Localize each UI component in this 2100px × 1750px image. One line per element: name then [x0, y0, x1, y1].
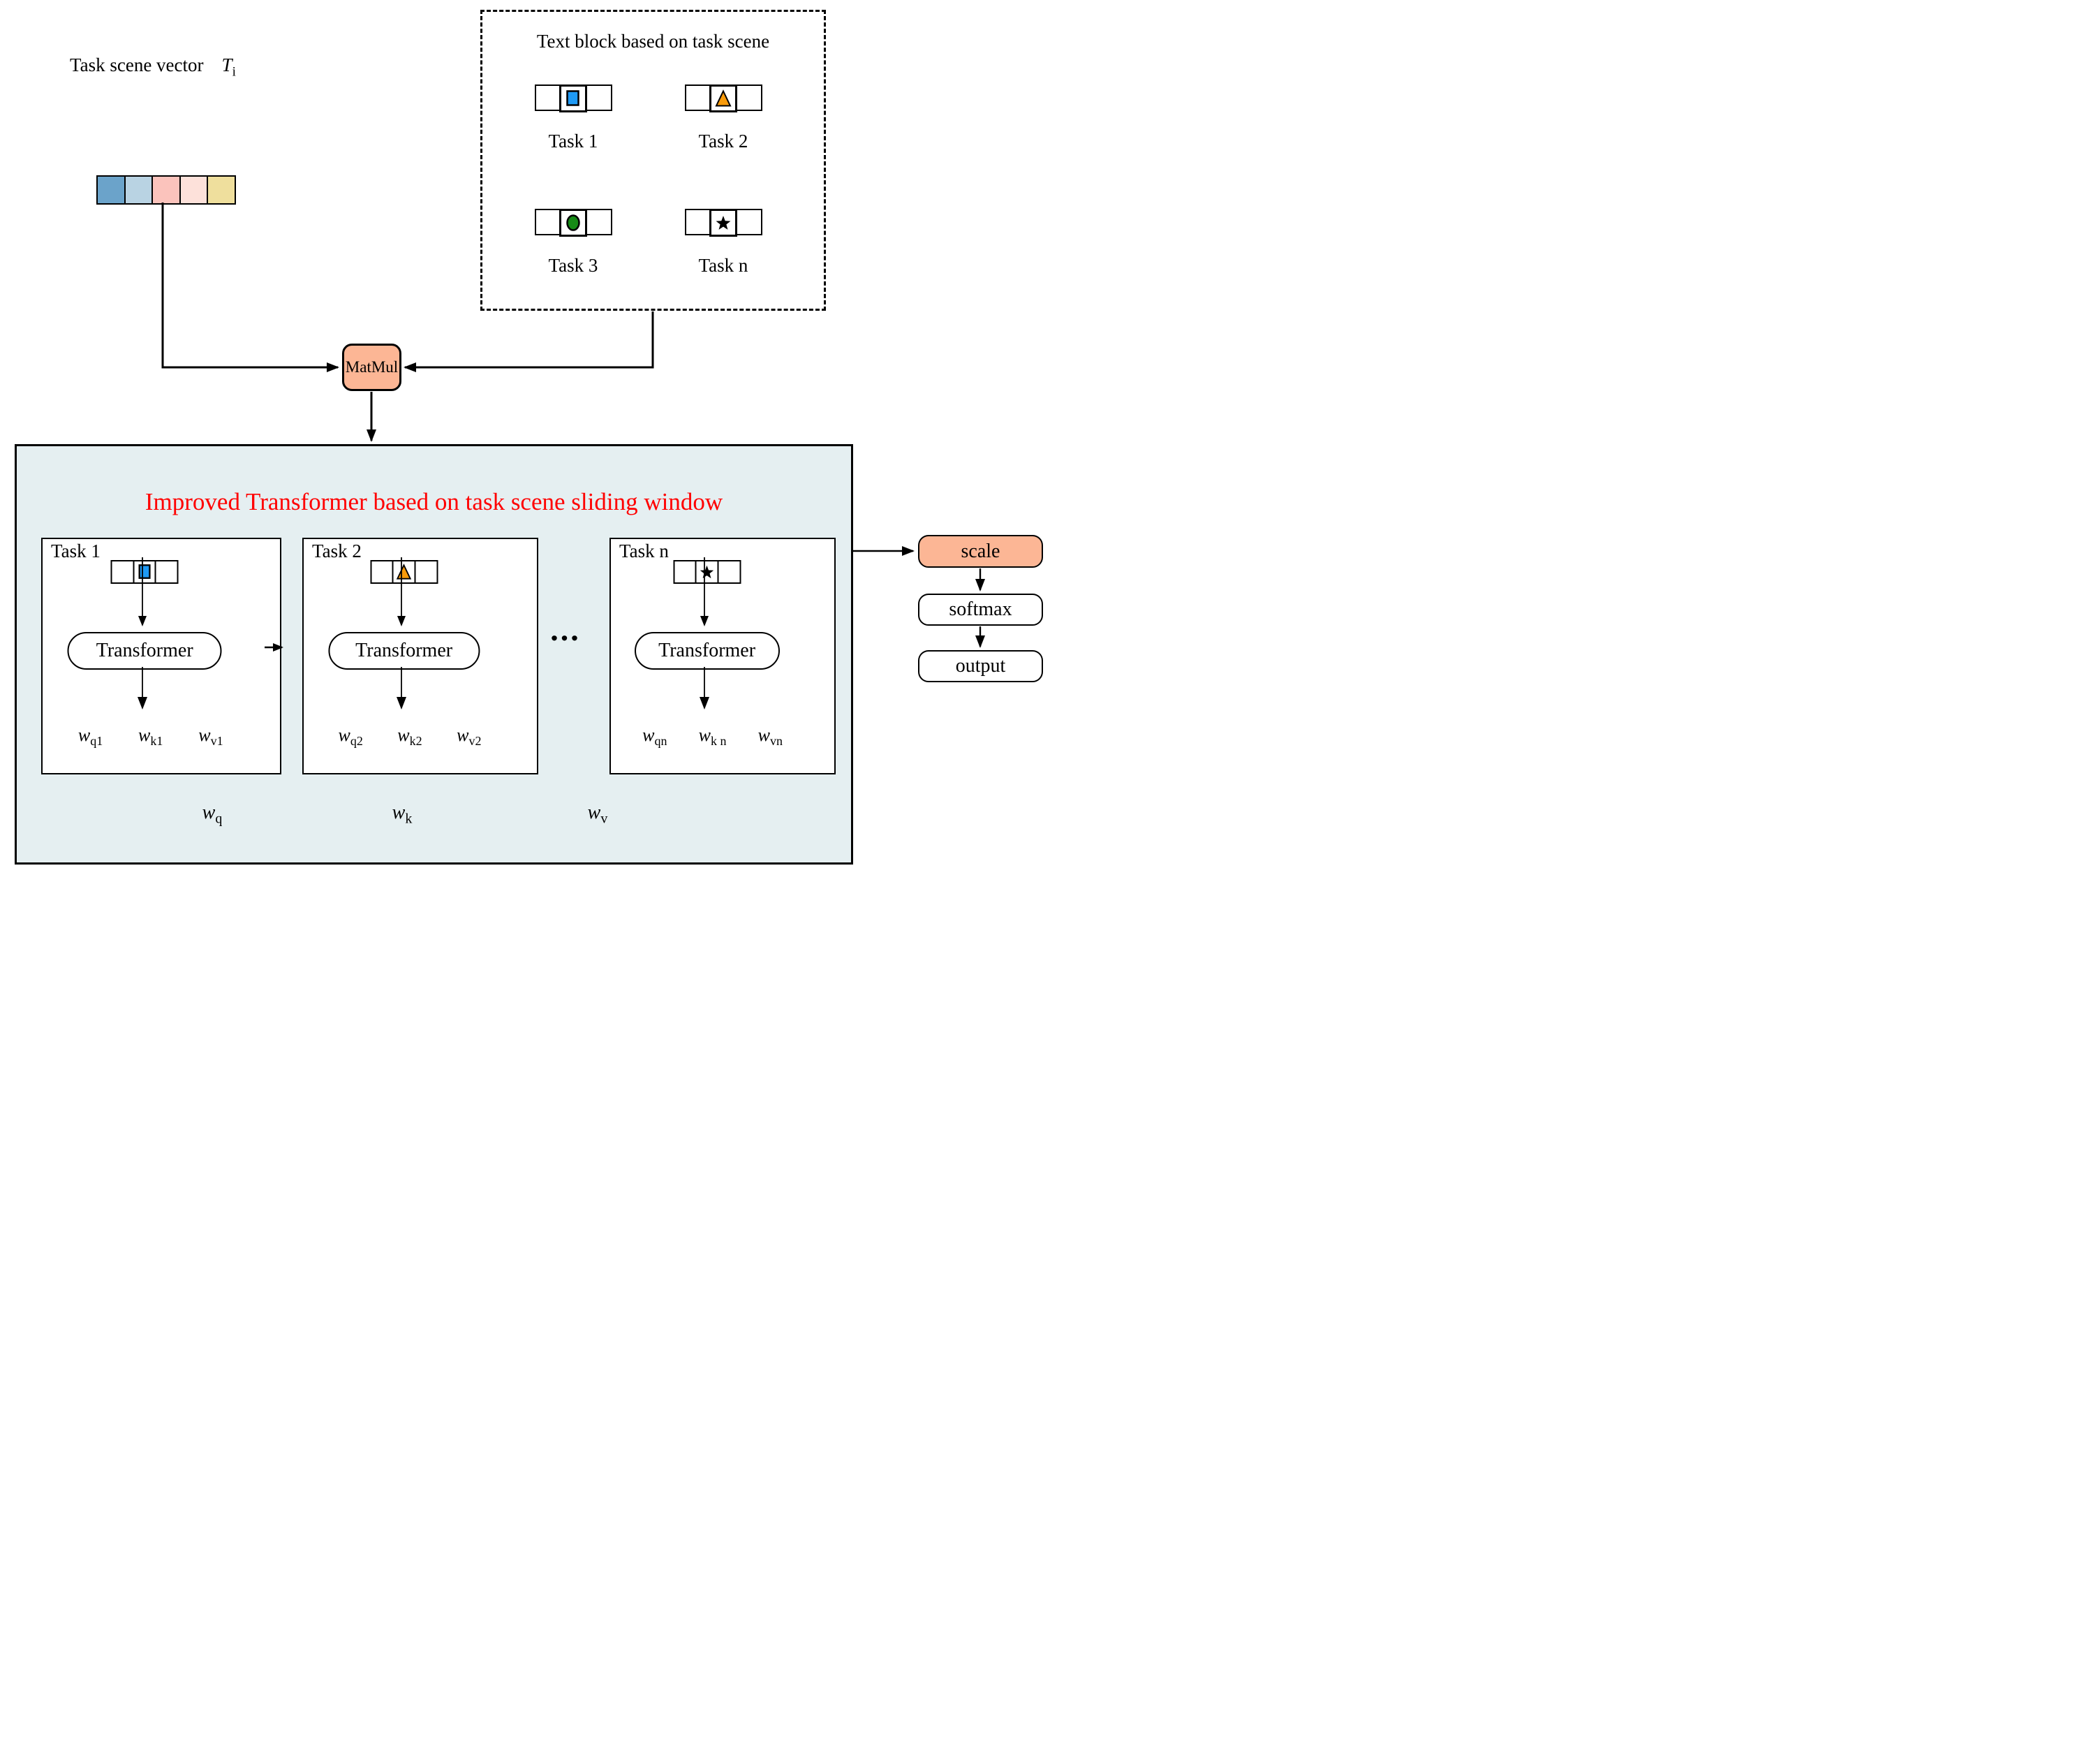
token-cell [154, 560, 179, 584]
task-label: Task 3 [548, 255, 598, 276]
weight-labels: wq2 wk2 wv2 [304, 725, 516, 749]
weight-label: wv1 [198, 725, 223, 749]
token-row [370, 560, 438, 584]
shared-weight-label: wq [202, 802, 223, 827]
token-cell [735, 84, 762, 111]
token-cell-highlight [133, 560, 157, 584]
token-cell-highlight [709, 84, 737, 112]
vector-cell [179, 175, 209, 205]
token-cell [585, 84, 612, 111]
matmul-node: MatMul [342, 344, 401, 391]
vector-cell [151, 175, 181, 205]
triangle-icon [715, 89, 732, 107]
vector-cell [96, 175, 126, 205]
text-block-title: Text block based on task scene [536, 31, 770, 52]
star-icon [716, 216, 731, 230]
token-cell [534, 209, 561, 235]
token-cell [735, 209, 762, 235]
text-block-task-3: Task 3 [517, 209, 629, 277]
window-task-n-box: Task n Transformer wqn wk n wvn [609, 538, 836, 774]
window-task-1-box: Task 1 Transformer wq1 wk1 wv1 [41, 538, 281, 774]
token-cell [684, 84, 711, 111]
window-task-2-box: Task 2 Transformer wq2 wk2 wv2 [302, 538, 538, 774]
task-scene-vector-label: Task scene vector [70, 54, 204, 75]
token-row [673, 560, 741, 584]
token-row [684, 209, 762, 237]
weight-label: wq1 [77, 725, 103, 749]
circle-icon [566, 214, 580, 231]
sliding-window-title: Improved Transformer based on task scene… [145, 488, 723, 515]
triangle-icon [396, 564, 412, 580]
token-row [534, 209, 612, 237]
token-cell-highlight [709, 209, 737, 237]
weight-label: wk n [698, 725, 727, 749]
weight-label: wq2 [338, 725, 363, 749]
token-row [534, 84, 612, 112]
scale-node: scale [918, 535, 1043, 568]
task-label: Task 2 [312, 541, 362, 561]
shared-weight-label: wk [392, 802, 413, 827]
text-block-panel: Text block based on task scene Task 1 [480, 10, 826, 311]
weight-label: wvn [757, 725, 783, 749]
transformer-node: Transformer [67, 632, 222, 670]
token-cell [414, 560, 438, 584]
weight-label: wk2 [397, 725, 422, 749]
output-node: output [918, 650, 1043, 682]
diagram-canvas: Task scene vector Ti Text block based on … [0, 0, 1050, 875]
square-icon [566, 90, 579, 106]
token-cell-highlight [695, 560, 719, 584]
text-block-task-1: Task 1 [517, 84, 629, 152]
text-block-task-n: Task n [667, 209, 779, 277]
task-label: Task 1 [51, 541, 101, 561]
vector-symbol: T [221, 54, 232, 75]
task-scene-vector [96, 175, 236, 205]
ellipsis-label: ... [550, 612, 581, 647]
transformer-node: Transformer [328, 632, 480, 670]
task-label: Task n [698, 255, 748, 276]
weight-label: wv2 [457, 725, 482, 749]
token-cell-highlight [392, 560, 416, 584]
vector-symbol-subscript: i [232, 64, 236, 80]
token-row [684, 84, 762, 112]
task-label: Task 2 [698, 131, 748, 152]
weight-label: wqn [642, 725, 667, 749]
task-scene-vector-caption: Task scene vector Ti [70, 54, 236, 80]
token-cell-highlight [559, 209, 587, 237]
token-cell [110, 560, 135, 584]
token-row [110, 560, 179, 584]
shared-weight-label: wv [587, 802, 608, 827]
task-label: Task 1 [548, 131, 598, 152]
token-cell [717, 560, 741, 584]
token-cell-highlight [559, 84, 587, 112]
token-cell [684, 209, 711, 235]
arrow-vector-to-matmul [161, 203, 339, 372]
token-cell [370, 560, 394, 584]
token-cell [673, 560, 697, 584]
transformer-node: Transformer [634, 632, 780, 670]
softmax-node: softmax [918, 594, 1043, 626]
task-label: Task n [619, 541, 669, 561]
weight-labels: wqn wk n wvn [611, 725, 814, 749]
weight-label: wk1 [138, 725, 163, 749]
weight-labels: wq1 wk1 wv1 [43, 725, 258, 749]
sliding-window-panel: Improved Transformer based on task scene… [15, 444, 853, 865]
token-cell [534, 84, 561, 111]
square-icon [138, 564, 151, 579]
text-block-task-2: Task 2 [667, 84, 779, 152]
star-icon [700, 565, 714, 579]
vector-cell [207, 175, 236, 205]
arrow-textblock-to-matmul [404, 311, 654, 372]
token-cell [585, 209, 612, 235]
vector-cell [124, 175, 154, 205]
